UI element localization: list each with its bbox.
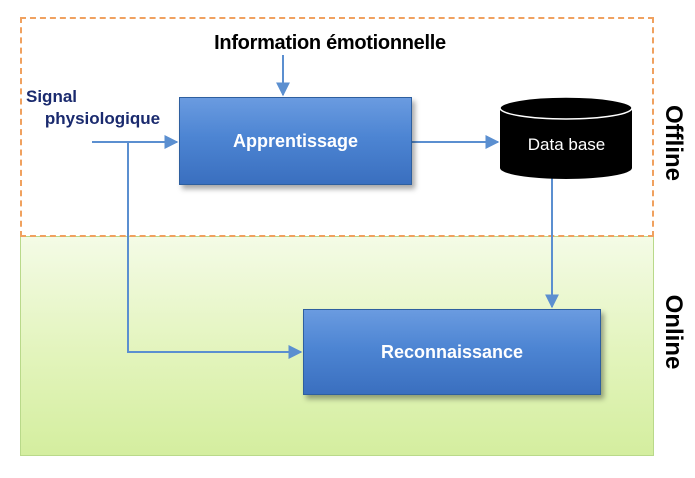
emotional-info-label: Information émotionnelle (214, 32, 446, 54)
signal-label: Signal physiologique (20, 86, 185, 130)
offline-label: Offline (660, 105, 687, 181)
offline-region (20, 17, 654, 237)
database-cylinder (499, 96, 633, 179)
recognition-block: Reconnaissance (303, 309, 601, 395)
signal-label-line2: physiologique (44, 109, 161, 128)
database-label: Data base (527, 135, 606, 154)
signal-label-line1: Signal (26, 87, 78, 106)
arrow-signal-to-recognition (127, 142, 303, 359)
learning-block: Apprentissage (179, 97, 412, 185)
online-label: Online (660, 294, 687, 370)
